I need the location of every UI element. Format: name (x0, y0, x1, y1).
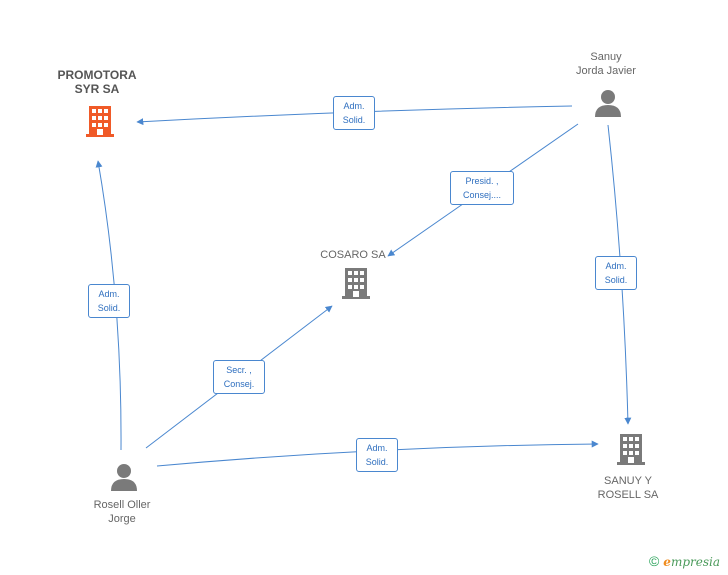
node-label-sanuy-rosell[interactable]: SANUY Y ROSELL SA (597, 475, 659, 501)
edge-label-rosell-to-promotora[interactable]: Adm. Solid. (88, 284, 130, 318)
node-label-sanuy-javier[interactable]: Sanuy Jorda Javier (576, 51, 636, 77)
edge-label-sanuy-to-cosaro[interactable]: Presid. , Consej.... (450, 171, 514, 205)
edge-label-rosell-to-cosaro[interactable]: Secr. , Consej. (213, 360, 265, 394)
person-icon[interactable] (111, 464, 137, 491)
node-label-promotora[interactable]: PROMOTORA SYR SA (57, 68, 137, 96)
node-label-cosaro[interactable]: COSARO SA (320, 249, 386, 261)
brand-e: e (663, 555, 671, 569)
copyright-icon: © (648, 553, 660, 569)
edge-label-sanuy-to-sanuyrosell[interactable]: Adm. Solid. (595, 256, 637, 290)
node-label-rosell-jorge[interactable]: Rosell Oller Jorge (93, 499, 151, 525)
brand-text: mpresia (670, 555, 720, 569)
brand-logo: ©empresia (649, 553, 720, 569)
building-icon[interactable] (342, 268, 370, 299)
person-icon[interactable] (595, 90, 621, 117)
building-icon[interactable] (86, 106, 114, 137)
edge-label-rosell-to-sanuyrosell[interactable]: Adm. Solid. (356, 438, 398, 472)
building-icon[interactable] (617, 434, 645, 465)
edge-label-sanuy-to-promotora[interactable]: Adm. Solid. (333, 96, 375, 130)
